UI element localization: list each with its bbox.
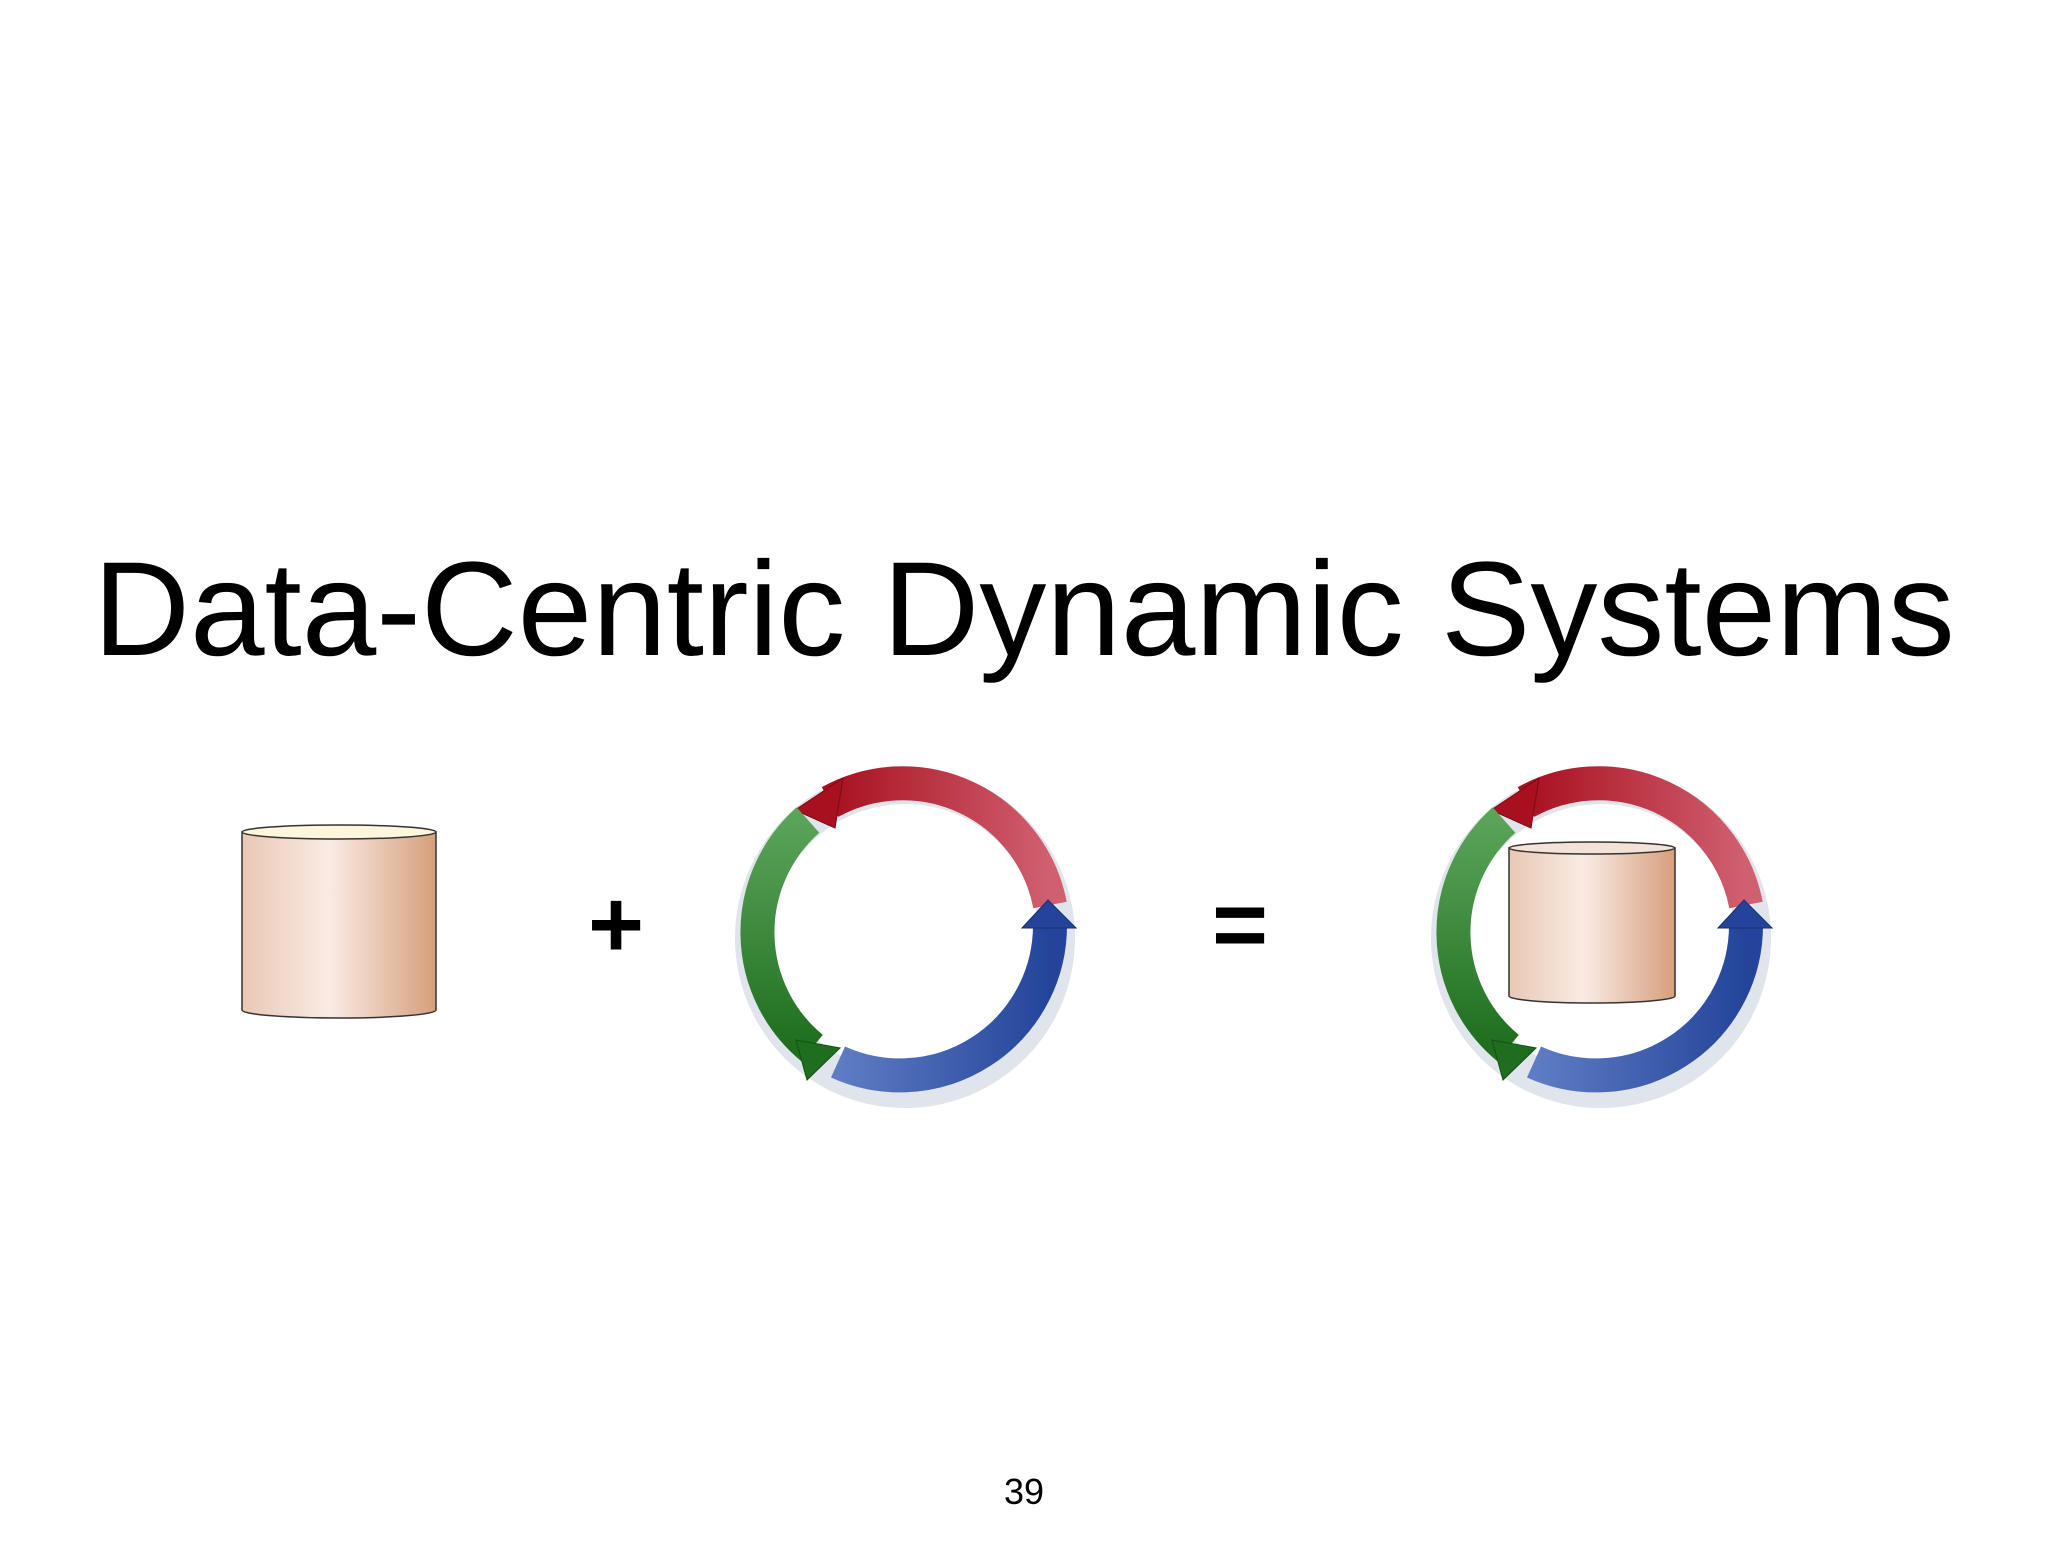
cycle-arrows-icon [735,766,1078,1108]
slide-title: Data-Centric Dynamic Systems [93,535,1955,684]
equals-symbol: = [1211,871,1269,978]
plus-symbol: + [587,871,645,978]
database-cylinder-icon [241,824,437,1019]
page-number: 39 [1003,1471,1045,1512]
database-in-cycle-icon [1431,766,1774,1108]
